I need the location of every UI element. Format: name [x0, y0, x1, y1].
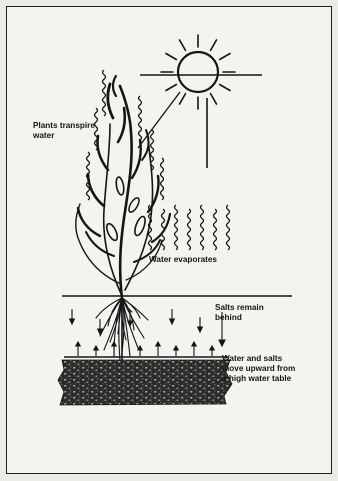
- evaporation-wave: [188, 209, 191, 250]
- sun-ray: [166, 54, 176, 60]
- drop-head: [170, 319, 175, 324]
- label-salts-remain: Salts remain behind: [215, 303, 266, 322]
- sun-ray: [166, 85, 176, 91]
- upward-arrow-head: [112, 342, 116, 346]
- sun-ray: [220, 54, 230, 60]
- drop-head: [198, 327, 203, 332]
- upward-arrow-head: [174, 346, 178, 350]
- drop-head: [128, 321, 133, 326]
- evaporation-wave: [227, 205, 230, 250]
- upward-arrow-head: [138, 346, 142, 350]
- transpiration-wave: [139, 96, 142, 140]
- sun-ray: [180, 94, 186, 104]
- label-water-evaporates: Water evaporates: [149, 255, 217, 264]
- evaporation-wave: [201, 205, 204, 250]
- evaporation-wave: [162, 209, 165, 250]
- sun-icon: [161, 35, 235, 109]
- upward-arrow-head: [192, 342, 196, 346]
- transpiration-wave: [103, 70, 106, 116]
- upward-arrow-head: [156, 342, 160, 346]
- sun-ray: [220, 85, 230, 91]
- upward-arrow-head: [94, 346, 98, 350]
- sun-to-plant-line: [138, 92, 180, 148]
- label-water-salts-upward: Water and salts move upward from a high …: [222, 354, 298, 383]
- salts-arrow-head: [219, 340, 225, 346]
- plant-icon: [76, 76, 170, 298]
- water-table-texture: [58, 360, 232, 405]
- sun-ray: [211, 40, 217, 50]
- evaporation-wave: [214, 209, 217, 250]
- upward-arrow-head: [210, 346, 214, 350]
- transpiration-wave: [161, 158, 164, 200]
- sun-ray: [211, 94, 217, 104]
- label-plants-transpire: Plants transpire water: [32, 121, 97, 140]
- evaporation-wave: [175, 205, 178, 250]
- drop-head: [70, 319, 75, 324]
- downward-arrow-icon: [70, 309, 225, 346]
- upward-arrow-head: [76, 342, 80, 346]
- root: [96, 298, 122, 318]
- upward-arrow-icon: [76, 342, 214, 356]
- sun-ray: [180, 40, 186, 50]
